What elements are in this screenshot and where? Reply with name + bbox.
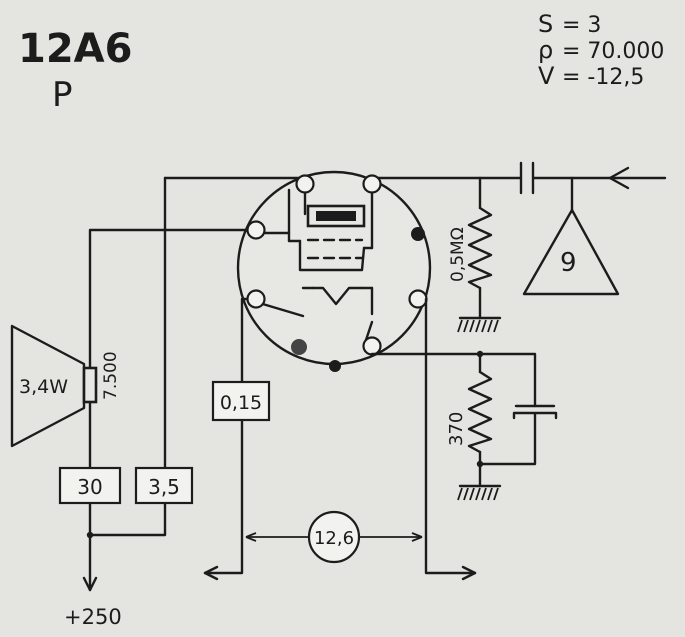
param-symbol-s: S — [538, 10, 553, 38]
dimension-arrow-left — [245, 532, 257, 542]
input-arrow — [608, 166, 630, 190]
plate-current-label: 30 — [77, 475, 102, 499]
heater-wire-right — [424, 297, 477, 575]
heater-arrow-right — [461, 565, 477, 581]
heater-wire-left — [203, 297, 249, 575]
ground-symbol-grid — [457, 316, 502, 333]
grid-resistor-zigzag — [467, 206, 493, 290]
screen-current-label: 3,5 — [148, 475, 180, 499]
tube-pin-6 — [408, 289, 428, 309]
coupling-capacitor — [519, 161, 535, 195]
supply-voltage-label: +250 — [64, 605, 122, 629]
cathode-resistor-zigzag — [467, 370, 493, 454]
driver-stage-label: 9 — [560, 248, 577, 278]
plate-wire — [88, 228, 249, 592]
tube-pin-1 — [295, 174, 315, 194]
heater-current-box — [211, 380, 271, 422]
param-value-v: = -12,5 — [562, 65, 644, 90]
plate-current-box — [58, 466, 122, 505]
transformer-impedance-label: 7.500 — [101, 351, 121, 400]
param-symbol-v: V — [538, 62, 555, 90]
cathode-resistor-label: 370 — [446, 412, 467, 446]
tube-pin-2 — [362, 174, 382, 194]
grid-resistor-label: 0,5MΩ — [448, 227, 468, 282]
param-value-s: = 3 — [562, 13, 601, 38]
tube-class-label: P — [52, 75, 73, 115]
tube-electrodes — [254, 184, 374, 348]
speaker — [10, 324, 98, 448]
tube-key — [329, 360, 341, 372]
heater-current-label: 0,15 — [220, 392, 262, 414]
ground-symbol-cathode — [457, 484, 502, 501]
param-symbol-rho: ρ — [538, 36, 553, 64]
cathode-bypass-capacitor — [512, 404, 558, 420]
heater-voltage-circle — [307, 510, 361, 564]
supply-arrow — [82, 576, 98, 592]
cathode-junction-top — [476, 350, 484, 358]
screen-grid-wire — [88, 176, 167, 537]
dimension-arrow-right — [411, 532, 423, 542]
tube-pin-4 — [411, 227, 425, 241]
tube-pin-8 — [362, 336, 382, 356]
screen-current-box — [134, 466, 194, 505]
tube-envelope — [236, 170, 432, 366]
tube-type-label: 12A6 — [18, 26, 132, 72]
tube-pin-3 — [246, 220, 266, 240]
tube-pin-5 — [246, 289, 266, 309]
heater-voltage-label: 12,6 — [314, 528, 354, 549]
supply-junction — [86, 531, 94, 539]
heater-arrow-left — [203, 565, 219, 581]
driver-stage-triangle — [522, 208, 620, 296]
cathode-junction-bottom — [476, 460, 484, 468]
tube-pin-7 — [291, 339, 307, 355]
param-value-rho: = 70.000 — [562, 39, 664, 64]
speaker-power-label: 3,4W — [19, 376, 68, 398]
